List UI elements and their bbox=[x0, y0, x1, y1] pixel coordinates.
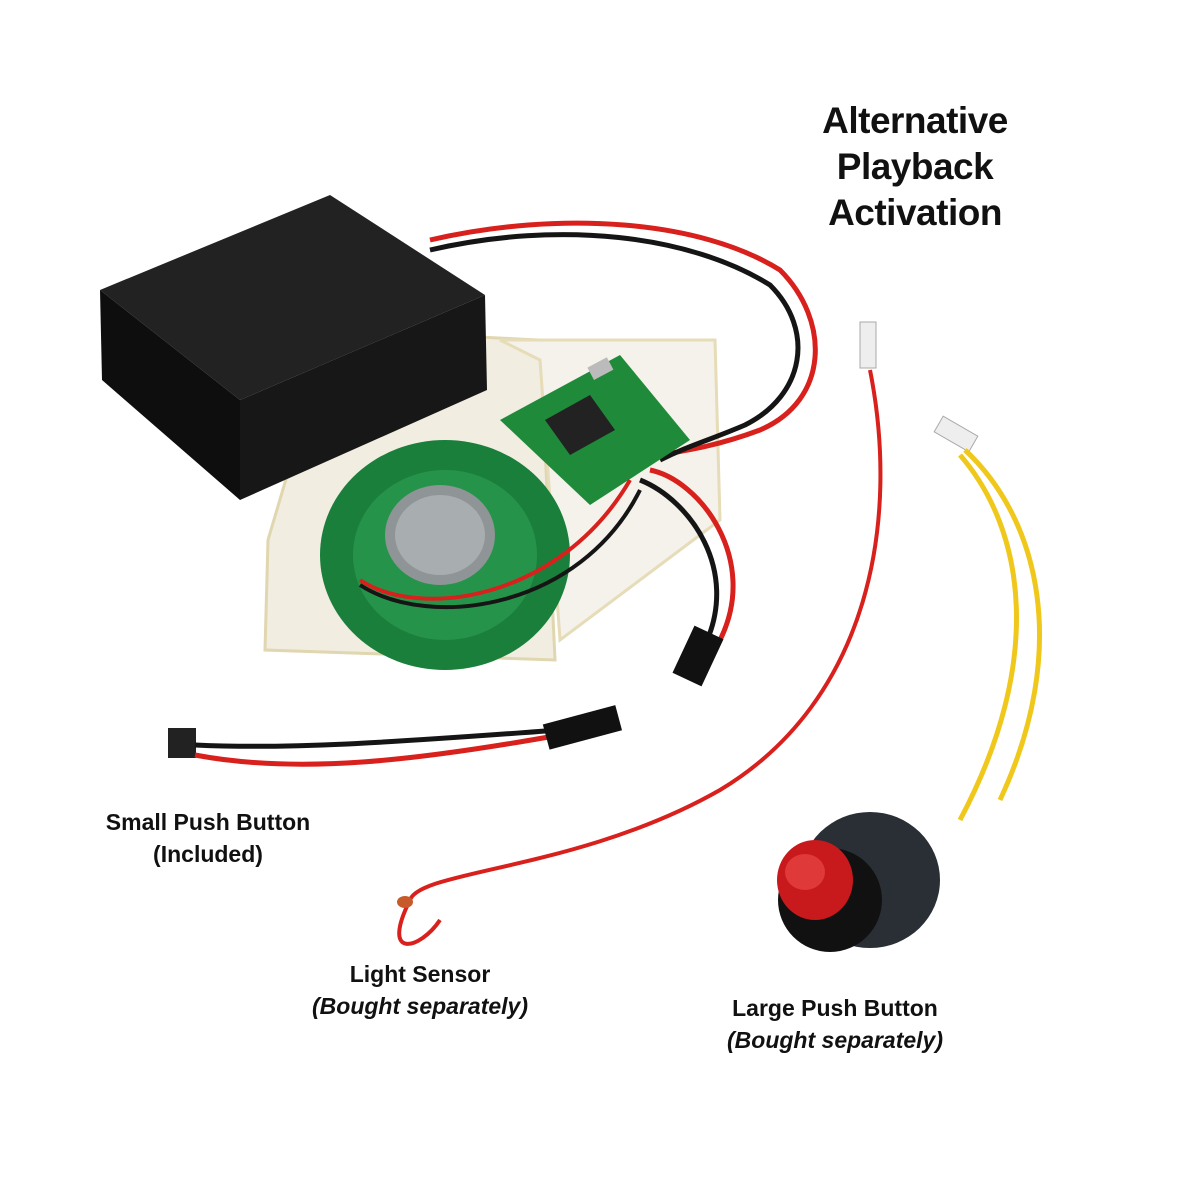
battery-box bbox=[100, 195, 487, 500]
large-button-label: Large Push Button (Bought separately) bbox=[727, 992, 943, 1056]
small-button-connector bbox=[542, 705, 623, 750]
title-line-1: Alternative Playback bbox=[822, 100, 1008, 187]
light-sensor-wire bbox=[397, 369, 883, 946]
header-connector bbox=[672, 625, 724, 687]
large-button-name: Large Push Button bbox=[732, 995, 938, 1021]
battery-wire-red bbox=[429, 220, 818, 458]
speaker-wire-black bbox=[358, 489, 642, 610]
large-push-button bbox=[777, 812, 940, 952]
speaker bbox=[320, 440, 570, 670]
title-line-2: Activation bbox=[828, 192, 1002, 233]
light-sensor-note: (Bought separately) bbox=[312, 993, 528, 1019]
small-button-label: Small Push Button (Included) bbox=[106, 806, 310, 870]
trigger-wire-black bbox=[639, 477, 719, 647]
small-button-wire-black bbox=[194, 727, 561, 749]
pcb-module bbox=[500, 355, 690, 505]
speaker-wire-red bbox=[358, 478, 632, 601]
light-sensor-label: Light Sensor (Bought separately) bbox=[312, 958, 528, 1022]
small-button-wire-red bbox=[194, 732, 561, 767]
trigger-wire-red bbox=[649, 467, 736, 642]
small-button-note: (Included) bbox=[153, 841, 263, 867]
light-sensor bbox=[397, 896, 413, 908]
large-button-note: (Bought separately) bbox=[727, 1027, 943, 1053]
small-push-button bbox=[168, 728, 196, 758]
battery-wire-black bbox=[429, 232, 801, 463]
light-sensor-name: Light Sensor bbox=[349, 961, 491, 987]
light-sensor-connector bbox=[859, 321, 877, 369]
large-button-wire-yellow-1 bbox=[963, 448, 1043, 802]
large-button-connector bbox=[933, 415, 979, 453]
large-button-wire-yellow-2 bbox=[957, 453, 1019, 822]
small-button-name: Small Push Button bbox=[105, 809, 311, 835]
page-title: Alternative Playback Activation bbox=[773, 98, 1058, 236]
